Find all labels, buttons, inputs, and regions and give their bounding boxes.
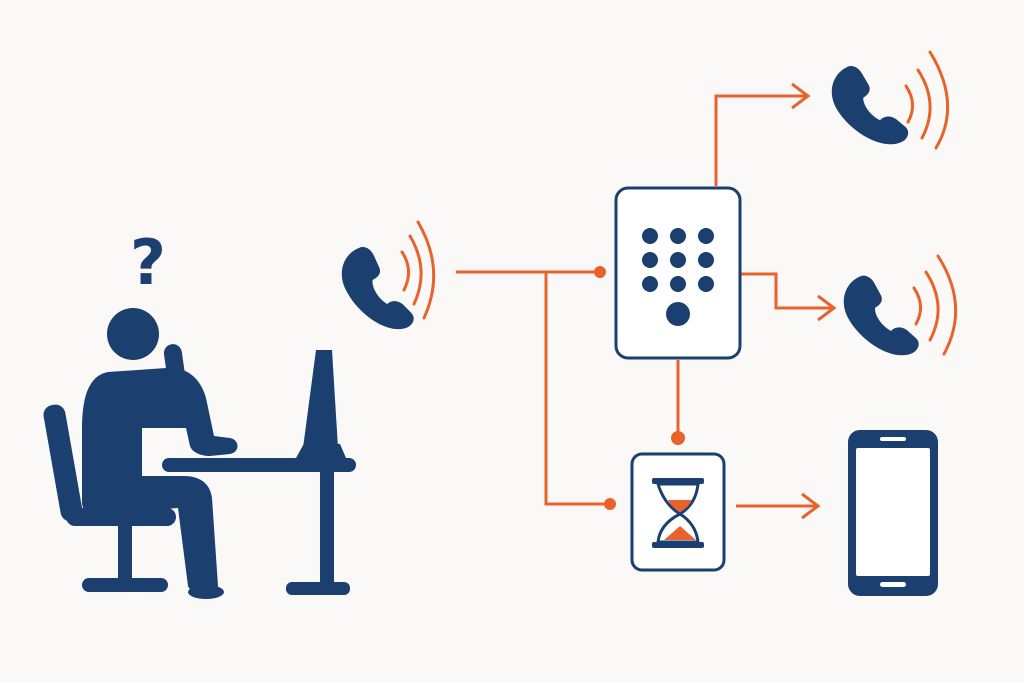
ringing-waves [904, 50, 950, 150]
keypad-icon [642, 228, 714, 326]
outgoing-call-top [826, 50, 950, 155]
connectors [456, 82, 837, 520]
ringing-waves [912, 254, 958, 356]
question-mark-icon: ? [130, 226, 166, 299]
hourglass-icon [652, 478, 704, 548]
keypad-panel [614, 186, 742, 360]
person-at-desk: ? [43, 226, 356, 599]
delay-timer [630, 452, 726, 572]
connector-router-to-middle-phone [740, 272, 832, 310]
chair-icon [43, 404, 176, 592]
ringing-waves [400, 220, 436, 320]
junction-dots [594, 266, 685, 510]
mobile-device [848, 430, 938, 596]
arrowhead [801, 492, 821, 520]
arrowhead [791, 82, 811, 110]
connector-branch-to-delay [544, 272, 608, 506]
router-keypad [614, 186, 742, 360]
junction-dot [604, 498, 616, 510]
laptop-icon [296, 350, 346, 458]
arrowhead [817, 294, 837, 322]
connector-router-to-top-phone [714, 94, 806, 186]
person-icon [82, 308, 238, 599]
outgoing-call-middle [839, 254, 958, 365]
desk-icon [162, 458, 356, 595]
phone-ringing-icon [826, 57, 911, 155]
junction-dot [671, 431, 685, 445]
phone-ringing-icon [839, 268, 921, 365]
incoming-call [339, 220, 436, 335]
junction-dot [594, 266, 606, 278]
